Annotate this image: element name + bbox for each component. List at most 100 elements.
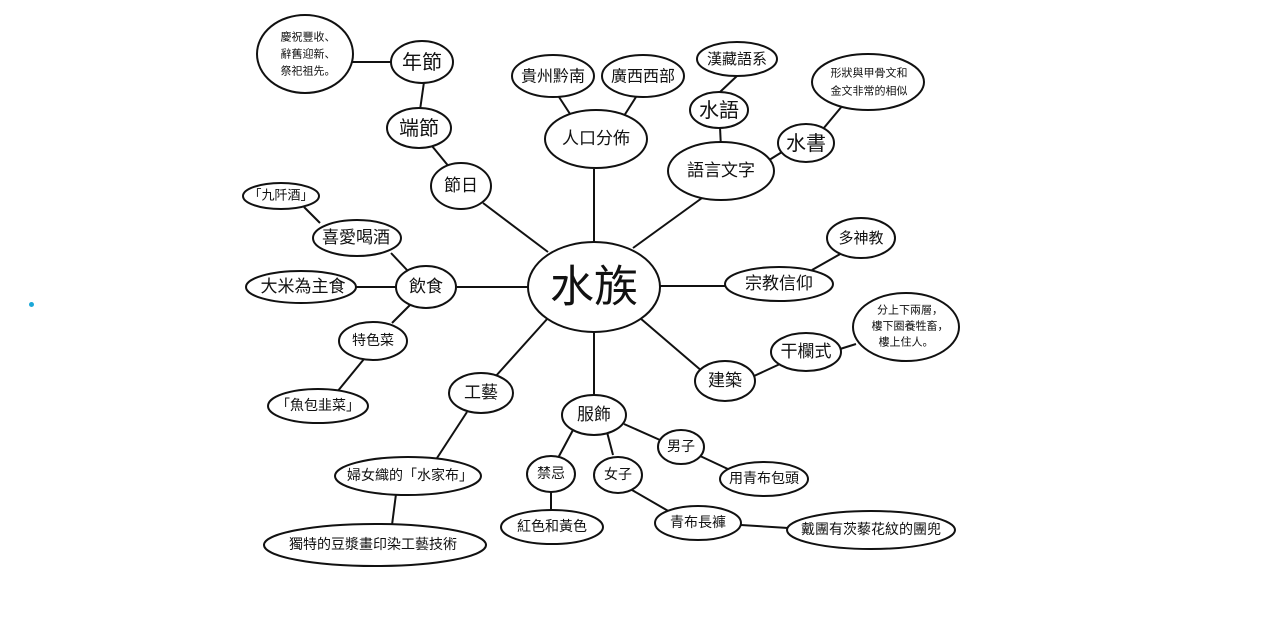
edge-shuiyu-hanzang — [719, 74, 739, 93]
node-ganlan: 干欄式 — [770, 332, 842, 372]
edge-diet-wine — [390, 252, 408, 271]
node-shuishu-label: 水書 — [786, 131, 826, 155]
node-fish-label: 「魚包韭菜」 — [276, 398, 360, 414]
node-clothing: 服飾 — [561, 394, 627, 436]
node-women-hat: 戴團有茨藜花紋的團兜 — [786, 510, 956, 550]
node-hanzang-label: 漢藏語系 — [707, 50, 767, 68]
edge-special-fish — [336, 358, 365, 393]
node-population: 人口分佈 — [544, 109, 648, 169]
node-guizhou-label: 貴州黔南 — [521, 67, 585, 86]
node-language-label: 語言文字 — [687, 161, 755, 181]
node-rice-label: 大米為主食 — [261, 277, 346, 297]
node-shuiyu: 水語 — [689, 91, 749, 129]
node-crafts-cloth-label: 婦女織的「水家布」 — [347, 467, 473, 484]
node-crafts-dye-label: 獨特的豆漿畫印染工藝技術 — [289, 537, 457, 553]
node-guangxi: 廣西西部 — [601, 54, 685, 98]
edge-shuishu-desc — [822, 104, 844, 130]
node-wine: 喜愛喝酒 — [312, 219, 402, 257]
edge-diet-special — [391, 304, 411, 324]
edge-center-festival — [482, 202, 549, 253]
node-festival: 節日 — [430, 162, 492, 210]
edge-center-crafts — [494, 317, 549, 378]
cursor-dot — [29, 302, 34, 307]
node-crafts: 工藝 — [448, 372, 514, 414]
node-nianjie-desc-line2: 辭舊迎新、 — [281, 47, 336, 61]
node-guangxi-label: 廣西西部 — [611, 67, 675, 86]
node-women-hat-label: 戴團有茨藜花紋的團兜 — [801, 522, 941, 538]
edge-festival-duanjie — [431, 145, 451, 169]
node-shuishu-desc-line2: 金文非常的相似 — [831, 84, 908, 98]
node-polytheism-label: 多神教 — [838, 229, 883, 247]
node-taboo: 禁忌 — [526, 455, 576, 493]
node-diet: 飲食 — [395, 265, 457, 309]
edge-women-pants — [631, 489, 671, 513]
edge-men-desc — [697, 454, 731, 471]
node-architecture: 建築 — [694, 360, 756, 402]
node-duanjie: 端節 — [386, 107, 452, 149]
node-jiuqian-label: 「九阡酒」 — [248, 189, 313, 204]
node-rice: 大米為主食 — [245, 270, 357, 304]
node-taboo-desc: 紅色和黃色 — [500, 509, 604, 545]
node-ganlan-desc-line2: 樓下圈養牲畜， — [872, 319, 949, 333]
node-special-dish-label: 特色菜 — [352, 332, 394, 349]
node-ganlan-desc-line3: 樓上住人。 — [879, 335, 934, 349]
node-nianjie-desc-line1: 慶祝豐收、 — [281, 30, 336, 44]
node-women-label: 女子 — [604, 466, 632, 483]
node-duanjie-label: 端節 — [399, 116, 439, 140]
edge-pants-hat — [740, 524, 789, 529]
node-shuiyu-label: 水語 — [699, 98, 739, 122]
edge-center-language — [632, 197, 703, 249]
node-nianjie-desc-line3: 祭祀祖先。 — [281, 64, 336, 78]
edge-center-architecture — [639, 317, 704, 373]
edge-religion-polytheism — [811, 252, 843, 271]
node-nianjie: 年節 — [390, 40, 454, 84]
node-ganlan-desc: 分上下兩層， 樓下圈養牲畜， 樓上住人。 — [852, 292, 960, 362]
node-language: 語言文字 — [667, 141, 775, 201]
node-special-dish: 特色菜 — [338, 321, 408, 361]
node-center-label: 水族 — [550, 262, 638, 313]
edge-cloth-dye — [391, 493, 397, 526]
edge-clothing-men — [623, 423, 661, 441]
node-crafts-dye: 獨特的豆漿畫印染工藝技術 — [263, 523, 487, 567]
node-women-pants-label: 青布長褲 — [670, 515, 726, 531]
node-shuishu: 水書 — [777, 123, 835, 163]
node-men-desc: 用青布包頭 — [719, 461, 809, 497]
node-polytheism: 多神教 — [826, 217, 896, 259]
node-crafts-cloth: 婦女織的「水家布」 — [334, 456, 482, 496]
node-women: 女子 — [593, 456, 643, 494]
node-taboo-desc-label: 紅色和黃色 — [517, 518, 587, 535]
edge-duanjie-nianjie — [419, 81, 425, 111]
edge-clothing-women — [606, 431, 614, 456]
node-religion-label: 宗教信仰 — [745, 274, 813, 294]
edge-crafts-cloth — [436, 411, 468, 459]
node-hanzang: 漢藏語系 — [696, 41, 778, 77]
edge-architecture-ganlan — [753, 363, 781, 377]
node-women-pants: 青布長褲 — [654, 505, 742, 541]
node-population-label: 人口分佈 — [562, 129, 630, 149]
node-jiuqian: 「九阡酒」 — [242, 182, 320, 210]
node-nianjie-desc: 慶祝豐收、 辭舊迎新、 祭祀祖先。 — [256, 14, 354, 94]
node-fish: 「魚包韭菜」 — [267, 388, 369, 424]
node-diet-label: 飲食 — [409, 277, 443, 297]
node-center: 水族 — [527, 241, 661, 333]
node-guizhou: 貴州黔南 — [511, 54, 595, 98]
node-men-label: 男子 — [667, 439, 695, 455]
node-taboo-label: 禁忌 — [537, 466, 565, 482]
node-crafts-label: 工藝 — [464, 383, 498, 403]
node-clothing-label: 服飾 — [577, 405, 611, 425]
node-festival-label: 節日 — [444, 176, 478, 196]
node-nianjie-label: 年節 — [402, 50, 442, 74]
node-architecture-label: 建築 — [708, 371, 742, 391]
node-ganlan-desc-line1: 分上下兩層， — [877, 304, 943, 317]
edge-wine-jiuqian — [303, 206, 321, 224]
node-men-desc-label: 用青布包頭 — [729, 471, 799, 487]
node-shuishu-desc-line1: 形狀與甲骨文和 — [831, 66, 908, 80]
node-shuishu-desc: 形狀與甲骨文和 金文非常的相似 — [811, 53, 925, 111]
edge-clothing-taboo — [557, 429, 574, 459]
node-ganlan-label: 干欄式 — [781, 342, 832, 362]
node-wine-label: 喜愛喝酒 — [322, 228, 390, 248]
node-religion: 宗教信仰 — [724, 266, 834, 302]
edge-ganlan-desc — [839, 343, 857, 350]
node-men: 男子 — [657, 429, 705, 465]
